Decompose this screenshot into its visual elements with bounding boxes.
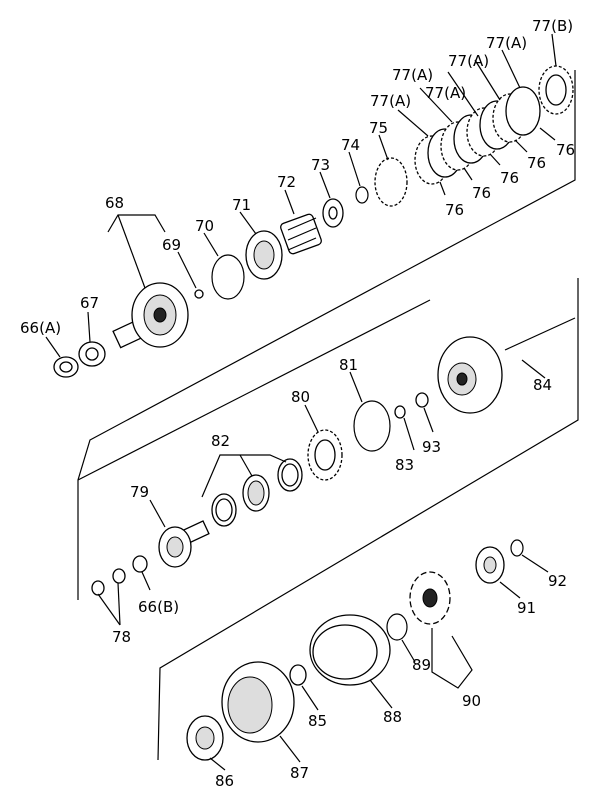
label-87: 87 — [290, 764, 309, 782]
label-66a: 66(A) — [20, 319, 61, 337]
part-85-washer — [289, 664, 307, 686]
label-77a-1: 77(A) — [370, 92, 411, 110]
label-70: 70 — [195, 217, 214, 235]
part-83-washer — [394, 405, 406, 419]
label-89: 89 — [412, 656, 431, 674]
label-73: 73 — [311, 156, 330, 174]
part-70-snap-ring — [211, 254, 245, 300]
label-66b: 66(B) — [138, 598, 179, 616]
label-84: 84 — [533, 376, 552, 394]
part-66b-washer — [132, 555, 148, 573]
label-72: 72 — [277, 173, 296, 191]
clutch-pack — [414, 86, 541, 185]
label-69: 69 — [162, 236, 181, 254]
label-82: 82 — [211, 432, 230, 450]
label-68: 68 — [105, 194, 124, 212]
boundary-upper — [77, 70, 576, 600]
label-75: 75 — [369, 119, 388, 137]
part-82-bearing-set — [211, 458, 303, 527]
part-79-gear-shaft — [158, 520, 210, 568]
part-75-plate — [374, 157, 408, 207]
part-67-washer — [78, 341, 106, 367]
part-66a-washer — [53, 356, 79, 378]
label-76-c: 76 — [500, 169, 519, 187]
part-92-snap-ring — [510, 539, 524, 557]
part-93-washer — [415, 392, 429, 408]
leader-lines — [45, 33, 557, 771]
label-77a-2: 77(A) — [392, 66, 433, 84]
label-80: 80 — [291, 388, 310, 406]
label-76-e: 76 — [556, 141, 575, 159]
label-76-d: 76 — [527, 154, 546, 172]
label-77a-5: 77(A) — [486, 34, 527, 52]
part-labels: 66(A) 67 68 69 70 71 72 73 74 75 76 76 7… — [20, 17, 575, 790]
label-83: 83 — [395, 456, 414, 474]
boundary-mid — [77, 299, 431, 481]
label-67: 67 — [80, 294, 99, 312]
boundary-lower — [157, 278, 579, 761]
label-78: 78 — [112, 628, 131, 646]
part-86-gear — [186, 715, 224, 761]
label-86: 86 — [215, 772, 234, 790]
part-77b-plate — [538, 65, 574, 115]
part-81-snap-ring — [353, 400, 391, 452]
part-73-washer — [322, 198, 344, 228]
label-76-a: 76 — [445, 201, 464, 219]
part-88-drum — [309, 614, 391, 686]
part-72-spring — [280, 213, 322, 255]
label-90: 90 — [462, 692, 481, 710]
label-81: 81 — [339, 356, 358, 374]
label-76-b: 76 — [472, 184, 491, 202]
label-77b: 77(B) — [532, 17, 573, 35]
part-69-ring — [194, 289, 204, 299]
part-80-ring-gear — [307, 429, 343, 481]
part-71-piston — [245, 230, 283, 280]
label-91: 91 — [517, 599, 536, 617]
label-92: 92 — [548, 572, 567, 590]
label-77a-4: 77(A) — [448, 52, 489, 70]
label-71: 71 — [232, 196, 251, 214]
label-93: 93 — [422, 438, 441, 456]
label-74: 74 — [341, 136, 360, 154]
part-91-small-gear — [475, 546, 505, 584]
section-boundaries — [77, 70, 579, 761]
part-89-snap-ring — [386, 613, 408, 641]
part-78-washers — [91, 568, 126, 596]
part-87-drum — [221, 661, 295, 743]
label-85: 85 — [308, 712, 327, 730]
label-77a-3: 77(A) — [425, 84, 466, 102]
part-90-sprocket — [409, 571, 451, 625]
part-68-gear-shaft — [112, 282, 189, 349]
part-74-snap-ring — [355, 186, 369, 204]
label-88: 88 — [383, 708, 402, 726]
label-79: 79 — [130, 483, 149, 501]
part-84-carrier-shaft — [437, 317, 576, 414]
